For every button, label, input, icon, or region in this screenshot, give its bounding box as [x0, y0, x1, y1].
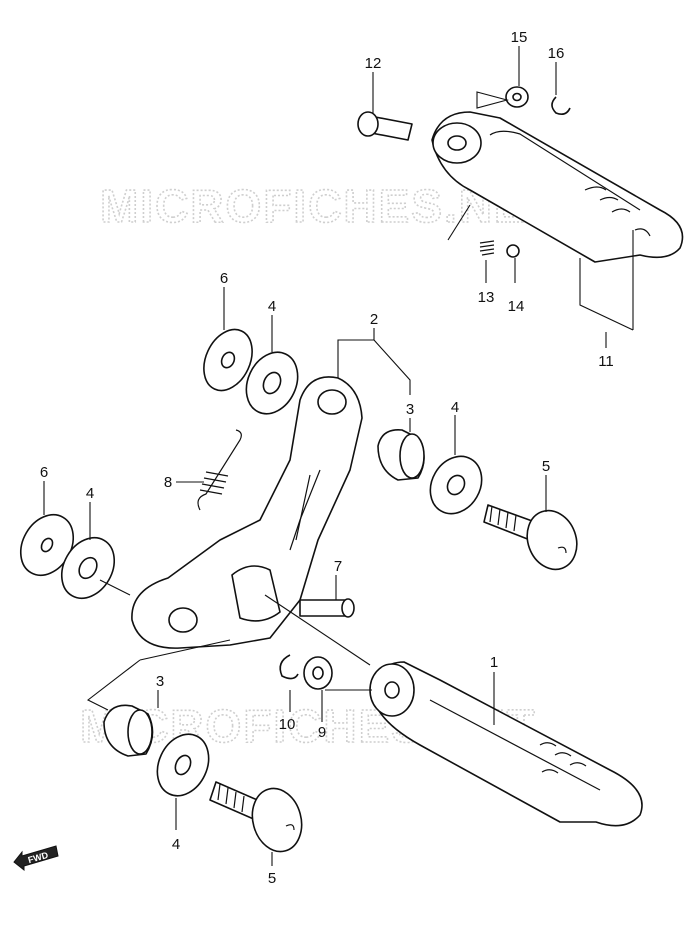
callout-11: 11 [598, 353, 614, 370]
callout-5-right: 5 [542, 458, 550, 475]
callout-3-lower: 3 [156, 673, 164, 690]
callout-3-upper: 3 [406, 401, 414, 418]
fwd-label: FWD [27, 850, 50, 865]
washer-9 [303, 656, 333, 690]
washer-4-left [60, 537, 116, 599]
washer-6-upper [203, 328, 253, 392]
callout-4-upper-left: 4 [268, 298, 276, 315]
footrest-bracket-2 [131, 376, 363, 649]
bolt-5-right [483, 504, 578, 571]
fwd-direction-badge: FWD [13, 845, 59, 872]
callout-5-lower: 5 [268, 870, 276, 887]
leader-lines [43, 46, 634, 866]
spring-13 [479, 240, 495, 256]
spacer-3-upper [377, 429, 425, 481]
callout-6-upper: 6 [220, 270, 228, 287]
callout-12: 12 [365, 55, 382, 72]
callout-1: 1 [490, 654, 498, 671]
callout-4-mid-right: 4 [451, 399, 459, 416]
bolt-5-lower [209, 781, 303, 853]
pin-12 [357, 111, 413, 141]
callout-15: 15 [511, 29, 528, 46]
callout-9: 9 [318, 724, 326, 741]
eclip-16 [551, 96, 571, 115]
callout-16: 16 [548, 45, 565, 62]
rear-footrest-assembly [431, 111, 684, 263]
callout-8: 8 [164, 474, 172, 491]
washer-4-lower [156, 733, 210, 797]
washer-4-upper-left [245, 351, 299, 415]
washer-4-mid-right [429, 455, 483, 515]
callout-10: 10 [279, 716, 296, 733]
callout-4-lower: 4 [172, 836, 180, 853]
ball-14 [506, 244, 520, 258]
callout-2: 2 [370, 311, 378, 328]
callout-7: 7 [334, 558, 342, 575]
washer-15 [505, 86, 529, 108]
callout-6-left: 6 [40, 464, 48, 481]
callout-4-left: 4 [86, 485, 94, 502]
eclip-10 [279, 654, 299, 680]
callout-14: 14 [508, 298, 525, 315]
callout-13: 13 [478, 289, 495, 306]
washer-6-left [19, 514, 75, 576]
spacer-3-lower [103, 704, 154, 757]
front-footrest-1 [369, 661, 643, 827]
spring-8 [197, 429, 242, 511]
pin-7 [299, 598, 355, 618]
